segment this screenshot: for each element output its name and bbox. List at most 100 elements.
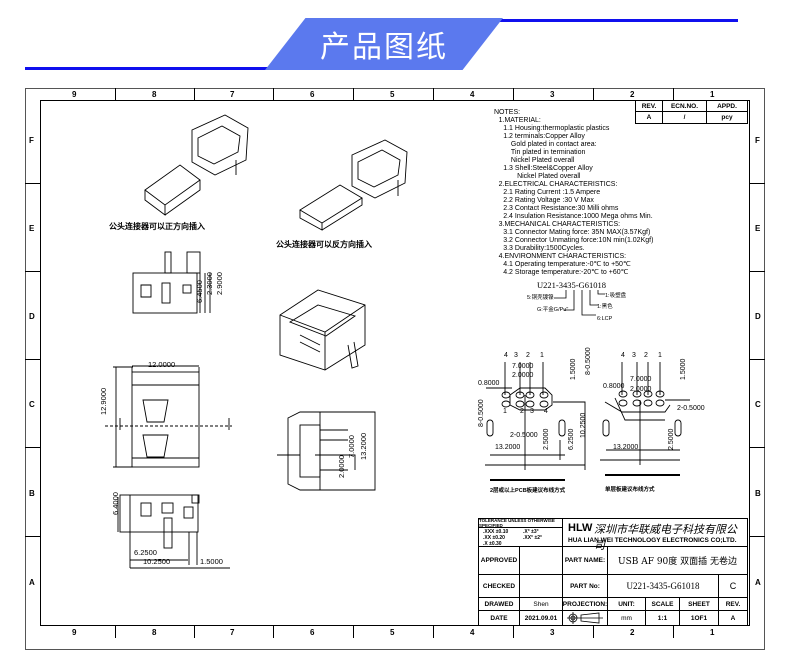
dimension-label: 6.2500	[568, 428, 575, 450]
column-divider	[115, 626, 116, 638]
tolerance-values: .XXX ±0.10.XX ±0.20.X ±0.30.X° ±3°.XX° ±…	[478, 527, 563, 547]
company-name-en: HUA LIAN WEI TECHNOLOGY ELECTRONICS CO;L…	[568, 537, 737, 544]
row-divider	[750, 183, 765, 184]
sheet-value: 1OF1	[679, 610, 719, 626]
dimension-label: 8-0.5000	[478, 399, 485, 427]
row-label: A	[29, 578, 35, 587]
column-divider	[513, 88, 514, 100]
code-legend-shell: 5:铜壳镀镍	[527, 295, 554, 301]
caption-forward: 公头连接器可以正方向插入	[109, 222, 205, 231]
dimension-label: 10.2500	[143, 557, 171, 566]
column-divider	[353, 626, 354, 638]
drawed-label: DRAWED	[478, 597, 520, 611]
caption-pcb-double: 2层或以上PCB板建议布线方式	[490, 488, 566, 494]
unit-value: mm	[607, 610, 646, 626]
outer-frame	[25, 88, 765, 650]
part-no-label: PART No:	[562, 574, 608, 598]
row-divider	[750, 359, 765, 360]
tolerance-value: .X° ±3°	[523, 529, 539, 535]
row-label: C	[29, 400, 35, 409]
dimension-label: 2	[520, 408, 524, 415]
column-divider	[433, 626, 434, 638]
dimension-label: 13.2000	[495, 444, 521, 451]
dimension-label: 13.2000	[359, 432, 368, 460]
notes: NOTES:1.MATERIAL:1.1 Housing:thermoplast…	[494, 109, 653, 277]
row-label: D	[29, 312, 35, 321]
column-label: 9	[72, 90, 77, 99]
dimension-label: 4	[504, 352, 508, 359]
column-divider	[673, 626, 674, 638]
dimension-label: 8-0.5000	[585, 347, 592, 375]
tolerance-value: .X ±0.30	[483, 541, 502, 547]
projection-symbol-icon	[562, 610, 608, 626]
dimension-label: 3	[530, 408, 534, 415]
pcb-layout-single	[600, 362, 690, 476]
column-label: 7	[230, 90, 235, 99]
code-leader-lines	[554, 290, 605, 316]
dimension-label: 2.5000	[668, 428, 675, 450]
unit-label: UNIT:	[607, 597, 646, 611]
pcb-layout-double	[485, 362, 586, 481]
note-line: 2.1 Rating Current :1.5 Ampere	[503, 189, 601, 196]
dimension-label: 2.9000	[215, 272, 224, 295]
dimension-label: 12.9000	[99, 387, 108, 415]
header-line-right	[498, 19, 738, 22]
dimension-label: 1	[658, 352, 662, 359]
column-divider	[673, 88, 674, 100]
row-divider	[750, 536, 765, 537]
tolerance-value: .XXX ±0.10	[483, 529, 509, 535]
note-line: Nickel Plated overall	[510, 157, 575, 164]
dimension-label: 2.3000	[205, 272, 214, 295]
column-divider	[513, 626, 514, 638]
dimension-label: 0.8000	[478, 380, 500, 387]
dimension-label: 2.0000	[512, 372, 534, 379]
code-legend-plating: G:平金G/Pu"	[537, 307, 569, 313]
column-divider	[593, 626, 594, 638]
dimension-label: 1.5000	[680, 358, 687, 380]
column-divider	[273, 88, 274, 100]
note-line: Nickel Plated overall	[517, 173, 581, 180]
note-line: 1.1 Housing:thermoplastic plastics	[503, 125, 610, 132]
caption-reverse: 公头连接器可以反方向插入	[276, 240, 372, 249]
column-divider	[115, 88, 116, 100]
inner-frame	[40, 100, 750, 626]
company-name-cn: 深圳市华联威电子科技有限公司	[594, 523, 737, 552]
dimension-label: 2.5000	[543, 428, 550, 450]
column-label: 8	[152, 628, 157, 637]
note-line: Gold plated in contact area:	[510, 141, 597, 148]
note-line: 4.2 Storage temperature:-20℃ to +60℃	[503, 269, 629, 276]
column-label: 5	[390, 628, 395, 637]
column-label: 6	[310, 628, 315, 637]
dimension-label: 2	[644, 352, 648, 359]
column-divider	[593, 88, 594, 100]
rev-label: REV.	[718, 597, 748, 611]
dimension-label: 7.0000	[347, 435, 356, 458]
column-divider	[353, 88, 354, 100]
column-divider	[433, 88, 434, 100]
note-line: 1.2 terminals:Copper Alloy	[503, 133, 585, 140]
note-line: 2.ELECTRICAL CHARACTERISTICS:	[498, 181, 618, 188]
dimension-label: 2	[526, 352, 530, 359]
note-line: 3.MECHANICAL CHARACTERISTICS:	[498, 221, 621, 228]
side-view-bottom	[117, 494, 230, 569]
dimension-label: 2.0000	[337, 455, 346, 478]
page-title: 产品图纸	[265, 18, 503, 70]
sheet-label: SHEET	[679, 597, 719, 611]
column-label: 2	[630, 90, 635, 99]
row-label: F	[29, 136, 34, 145]
note-line: 2.4 Insulation Resistance:1000 Mega ohms…	[503, 213, 653, 220]
dimension-label: 1.5000	[200, 557, 223, 566]
approved-value	[519, 546, 563, 575]
dimension-label: 2-0.5000	[677, 405, 705, 412]
column-label: 1	[710, 90, 715, 99]
column-label: 3	[550, 628, 555, 637]
note-line: 1.MATERIAL:	[498, 117, 541, 124]
dimension-label: 4	[621, 352, 625, 359]
dimension-label: 2-0.5000	[510, 432, 538, 439]
front-view	[105, 365, 232, 468]
dimension-label: 12.0000	[148, 360, 176, 369]
dimension-label: 7.0000	[512, 363, 534, 370]
iso-plug-reverse	[299, 139, 408, 231]
